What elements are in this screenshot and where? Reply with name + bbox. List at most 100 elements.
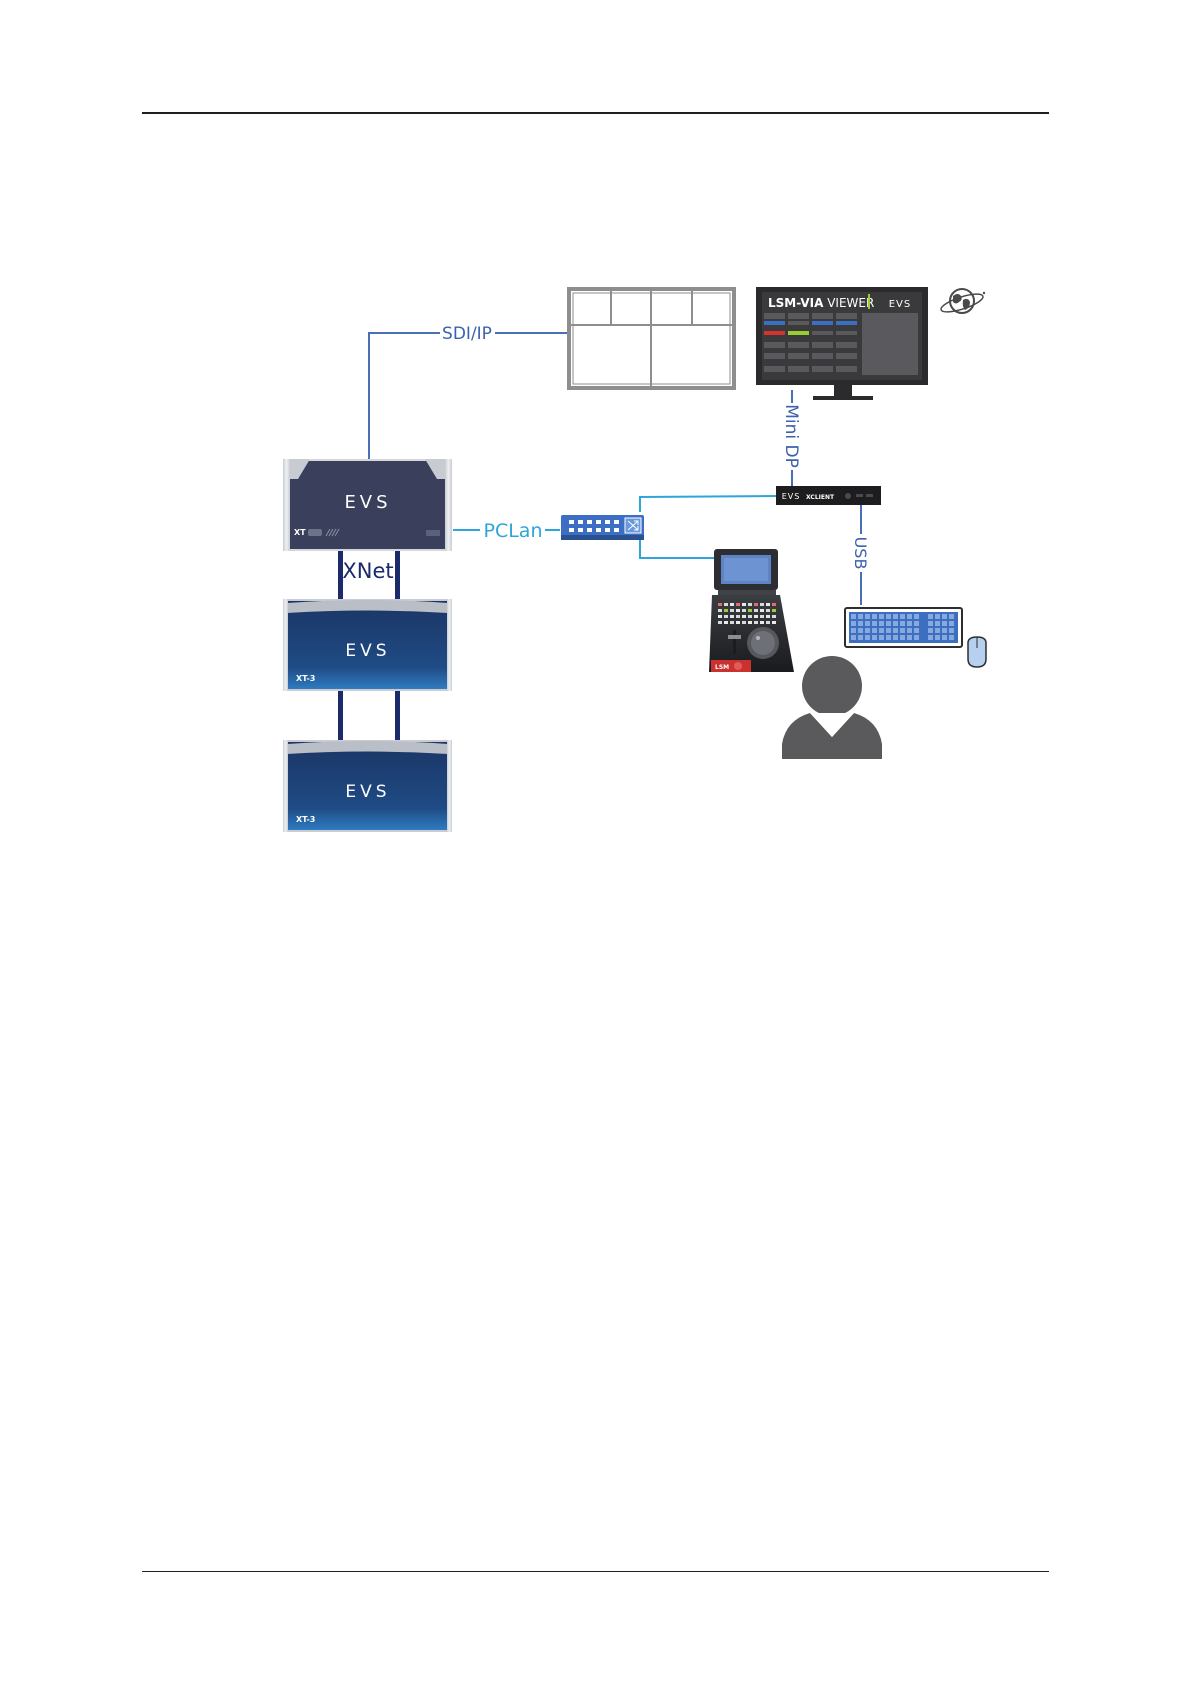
viewer-clip-cell [764,342,785,348]
keyboard-key [935,621,940,626]
server-1-model: XT-3 [296,674,315,683]
keyboard-key [872,628,877,633]
switch-port [614,528,619,532]
keyboard-key [851,621,856,626]
keyboard-key [851,628,856,633]
controller-button [736,621,740,624]
keyboard-key [893,635,898,640]
switch-port [569,520,574,524]
viewer-clip-cell [764,331,785,335]
keyboard-key [914,628,919,633]
viewer-clip-cell [836,331,857,335]
keyboard-key [886,635,891,640]
controller-button [724,621,728,624]
keyboard-key [907,635,912,640]
keyboard-key [886,621,891,626]
controller-button [718,603,722,606]
controller-button [760,621,764,624]
keyboard-key [900,628,905,633]
viewer-brand: EVS [889,299,912,310]
keyboard-key [914,614,919,619]
xclient-name: XCLIENT [806,494,835,501]
globe-icon [939,289,985,316]
pclan-label: PCLan [484,520,543,542]
keyboard-key [851,635,856,640]
switch-port [587,528,592,532]
controller-button [742,615,746,618]
keyboard-key [935,635,940,640]
controller-button [766,615,770,618]
keyboard-key [886,614,891,619]
usb-label: USB [851,537,870,570]
keyboard-key [865,635,870,640]
keyboard-key [879,628,884,633]
viewer-clip-cell [764,313,785,319]
controller-button [718,609,722,612]
keyboard-key [914,621,919,626]
keyboard-key [928,614,933,619]
viewer-clip-cell [812,331,833,335]
controller-button [772,615,776,618]
viewer-clip-cell [788,313,809,319]
controller-button [748,615,752,618]
keyboard-key [858,635,863,640]
keyboard-key [872,614,877,619]
user-operator-icon [782,656,882,759]
sdi-ip-label: SDI/IP [442,324,492,344]
keyboard-key [949,621,954,626]
keyboard-key [928,621,933,626]
keyboard-key [879,621,884,626]
lsm-via-viewer-monitor: LSM-VIA VIEWER EVS [756,287,928,400]
pclan-line-to-xclient [640,496,778,512]
controller-button [718,621,722,624]
viewer-clip-cell [788,342,809,348]
controller-button [742,603,746,606]
keyboard-key [914,635,919,640]
keyboard-key [886,628,891,633]
viewer-title: LSM-VIA VIEWER [768,296,874,310]
keyboard-key [858,614,863,619]
evs-xt-server-main: EVS XT [283,459,452,551]
keyboard-key [872,621,877,626]
viewer-clip-cell [788,366,809,372]
server-1-brand: EVS [345,641,390,661]
keyboard-key [851,614,856,619]
server-2-model: XT-3 [296,815,315,824]
controller-button [760,615,764,618]
keyboard-key [907,621,912,626]
xclient-brand: EVS [782,492,801,501]
server-main-brand: EVS [344,492,391,513]
keyboard-key [935,614,940,619]
keyboard-key [893,614,898,619]
keyboard-key [949,628,954,633]
controller-button [736,609,740,612]
evs-xt3-server-1: EVS XT-3 [283,599,452,691]
keyboard-key [872,635,877,640]
controller-button [736,603,740,606]
controller-button [742,609,746,612]
controller-button [724,615,728,618]
multiviewer-grid-icon [569,289,734,388]
controller-button [766,609,770,612]
viewer-clip-cell [812,321,833,325]
evs-xt3-server-2: EVS XT-3 [283,740,452,832]
mouse-icon [968,637,986,667]
viewer-clip-cell [836,321,857,325]
viewer-clip-cell [812,342,833,348]
keyboard-key [907,614,912,619]
switch-port [587,520,592,524]
keyboard-key [928,635,933,640]
controller-button [730,603,734,606]
keyboard-key [942,614,947,619]
server-2-brand: EVS [345,782,390,802]
xclient-box: EVS XCLIENT [776,486,881,505]
keyboard-key [942,621,947,626]
keyboard-key [942,628,947,633]
keyboard-key [865,614,870,619]
controller-button [772,621,776,624]
controller-button [754,603,758,606]
controller-button [766,603,770,606]
controller-button [766,621,770,624]
controller-button [754,621,758,624]
keyboard-key [900,614,905,619]
